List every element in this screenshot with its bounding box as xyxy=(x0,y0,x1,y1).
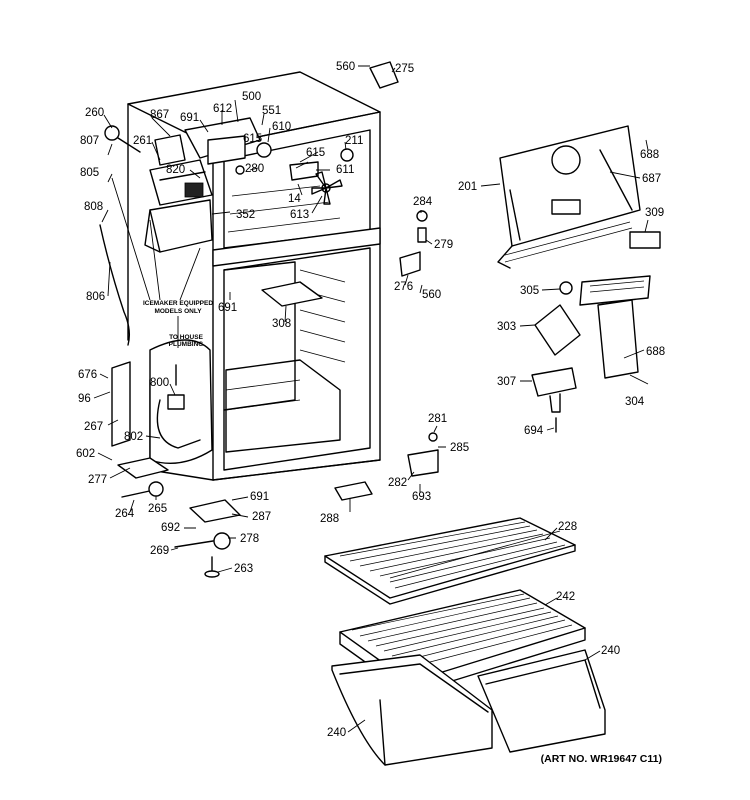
callout-263: 263 xyxy=(234,563,253,575)
callout-228: 228 xyxy=(558,521,577,533)
callout-287: 287 xyxy=(252,511,271,523)
callout-285: 285 xyxy=(450,442,469,454)
callout-808: 808 xyxy=(84,201,103,213)
callout-269: 269 xyxy=(150,545,169,557)
callout-275: 275 xyxy=(395,63,414,75)
callout-612: 612 xyxy=(213,103,232,115)
callout-615-top: 615 xyxy=(243,133,262,145)
callout-687: 687 xyxy=(642,173,661,185)
callout-802: 802 xyxy=(124,431,143,443)
plumbing-note-line-1: TO HOUSE xyxy=(169,334,203,341)
icemaker-assembly xyxy=(104,125,213,253)
water-supply-line xyxy=(99,224,213,465)
callout-242: 242 xyxy=(556,591,575,603)
callout-260: 260 xyxy=(85,107,104,119)
callout-264: 264 xyxy=(115,508,135,520)
fan-blade-icon xyxy=(311,171,343,205)
cabinet-lower-hardware xyxy=(117,457,373,578)
callout-282: 282 xyxy=(388,477,407,489)
callout-278: 278 xyxy=(240,533,259,545)
callout-309: 309 xyxy=(645,207,664,219)
wire-shelf xyxy=(324,517,576,605)
callout-201: 201 xyxy=(458,181,477,193)
callout-602: 602 xyxy=(76,448,95,460)
callout-303: 303 xyxy=(497,321,516,333)
art-number: (ART NO. WR19647 C11) xyxy=(541,753,662,765)
callout-261: 261 xyxy=(133,135,152,147)
freezer-controls xyxy=(184,117,354,205)
callout-820: 820 xyxy=(166,164,185,176)
label-card xyxy=(629,231,661,249)
callout-691-low: 691 xyxy=(250,491,269,503)
callout-276: 276 xyxy=(394,281,413,293)
callout-96: 96 xyxy=(78,393,91,405)
refrigerator-cabinet xyxy=(127,71,381,481)
callout-307: 307 xyxy=(497,376,516,388)
callout-867: 867 xyxy=(150,109,169,121)
evaporator-cover xyxy=(497,125,641,269)
callout-308: 308 xyxy=(272,318,291,330)
callout-688-mid: 688 xyxy=(646,346,665,358)
callout-240-left: 240 xyxy=(327,727,346,739)
callout-691-top: 691 xyxy=(180,112,199,124)
callout-14: 14 xyxy=(288,193,301,205)
callout-613: 613 xyxy=(290,209,309,221)
callout-284: 284 xyxy=(413,196,433,208)
callout-500: 500 xyxy=(242,91,261,103)
callout-277: 277 xyxy=(88,474,107,486)
callout-211: 211 xyxy=(345,135,363,147)
plumbing-note-line-2: PLUMBING xyxy=(169,341,204,348)
callout-694: 694 xyxy=(524,425,544,437)
callout-693: 693 xyxy=(412,491,431,503)
callout-280: 280 xyxy=(245,163,264,175)
callout-807: 807 xyxy=(80,135,99,147)
callout-611: 611 xyxy=(336,164,354,176)
callout-806: 806 xyxy=(86,291,105,303)
callout-305: 305 xyxy=(520,285,539,297)
icemaker-note-line-2: MODELS ONLY xyxy=(154,308,202,315)
callout-676: 676 xyxy=(78,369,97,381)
callout-551: 551 xyxy=(262,105,281,117)
callout-labels: 560 275 260 867 500 612 551 610 691 615 … xyxy=(76,61,665,739)
callout-800: 800 xyxy=(150,377,169,389)
hinge-brackets xyxy=(261,61,439,477)
callout-240-right: 240 xyxy=(601,645,620,657)
callout-265: 265 xyxy=(148,503,167,515)
callout-691-mid: 691 xyxy=(218,302,237,314)
callout-281: 281 xyxy=(428,413,447,425)
callout-615-mid: 615 xyxy=(306,147,325,159)
callout-610: 610 xyxy=(272,121,291,133)
callout-560-mid: 560 xyxy=(422,289,441,301)
air-duct-assembly xyxy=(531,275,651,433)
callout-560-top: 560 xyxy=(336,61,355,73)
callout-288: 288 xyxy=(320,513,339,525)
callout-692: 692 xyxy=(161,522,180,534)
callout-805: 805 xyxy=(80,167,99,179)
icemaker-note-line-1: ICEMAKER EQUIPPED xyxy=(143,300,213,307)
callout-267: 267 xyxy=(84,421,103,433)
callout-352: 352 xyxy=(236,209,255,221)
callout-304: 304 xyxy=(625,396,645,408)
callout-688-top: 688 xyxy=(640,149,659,161)
crisper-drawers xyxy=(331,649,606,766)
callout-279: 279 xyxy=(434,239,453,251)
